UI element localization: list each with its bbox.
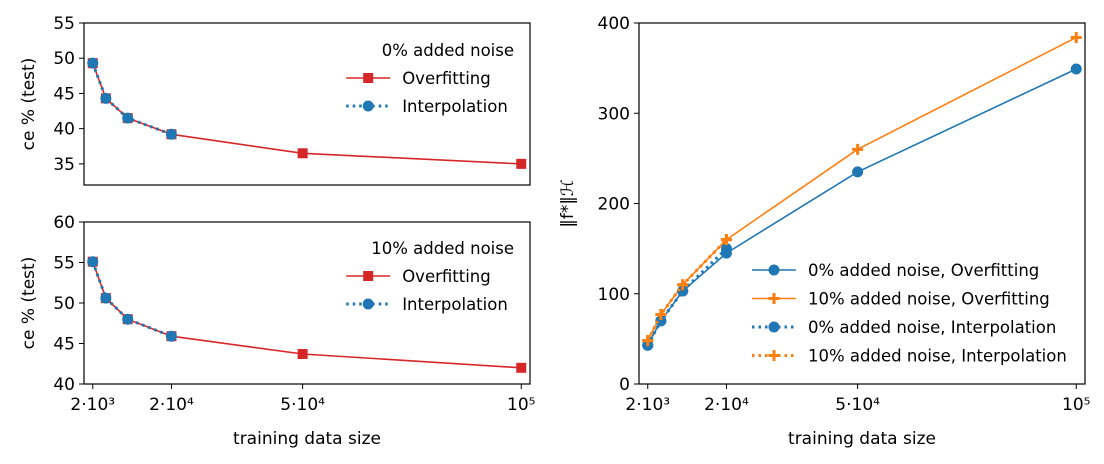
legend-item: Interpolation	[346, 97, 508, 116]
series-line	[91, 62, 173, 136]
legend-item: 10% added noise, Interpolation	[752, 347, 1067, 366]
chart-bottom-left: 40 45 50 55 60 2·10³ 2·10⁴ 5·10⁴ 10⁵ training dat…	[19, 213, 535, 449]
legend-item: 10% added noise, Overfitting	[752, 290, 1050, 309]
y-tick-label: 35	[53, 155, 75, 175]
data-point	[100, 292, 112, 304]
x-axis-label: training data size	[788, 429, 936, 449]
legend-label: 0% added noise, Interpolation	[808, 318, 1056, 337]
legend: 0% added noise, Overfitting 10% added noi…	[752, 261, 1067, 366]
data-point	[677, 279, 689, 291]
x-tick-label: 2·10⁴	[149, 395, 194, 415]
data-point	[677, 285, 689, 297]
legend-title: 10% added noise	[371, 239, 514, 258]
y-tick-label: 55	[53, 254, 75, 274]
y-tick-label: 45	[53, 84, 75, 104]
legend-marker	[363, 73, 374, 83]
data-point	[87, 256, 99, 268]
chart-top-left: 35 40 45 50 55 ce % (test) 0% added noiseOverf…	[19, 14, 531, 186]
series-line	[91, 261, 173, 338]
y-axis-label: ce % (test)	[19, 58, 39, 151]
legend-item: 0% added noise, Overfitting	[752, 261, 1039, 280]
y-tick-label: 55	[53, 14, 75, 34]
data-point	[642, 335, 654, 347]
data-point	[852, 143, 864, 155]
data-point	[720, 243, 732, 255]
data-point	[720, 234, 732, 246]
chart-right: 0 100 200 300 400 2·10³ 2·10⁴ 5·10⁴ 10⁵ training …	[558, 14, 1090, 449]
legend-item: 0% added noise, Interpolation	[752, 318, 1056, 337]
legend-label: 0% added noise, Overfitting	[808, 261, 1039, 280]
series-line	[646, 247, 728, 346]
legend-label: Interpolation	[402, 295, 508, 314]
data-point	[516, 158, 527, 169]
legend-marker	[363, 271, 374, 281]
legend-marker	[362, 100, 374, 112]
data-point	[100, 92, 112, 104]
y-tick-label: 400	[598, 14, 630, 34]
data-point	[87, 57, 99, 69]
x-tick-label: 10⁵	[1062, 395, 1090, 415]
series-line	[91, 62, 522, 165]
y-tick-label: 50	[53, 49, 75, 69]
legend-item: Overfitting	[346, 267, 491, 286]
legend-marker	[362, 298, 374, 310]
data-point	[122, 313, 134, 325]
data-point	[852, 166, 864, 178]
data-point	[122, 112, 134, 124]
data-point	[516, 362, 527, 373]
legend-label: Interpolation	[402, 97, 508, 116]
legend-marker	[768, 264, 780, 276]
x-tick-label: 2·10³	[625, 395, 670, 415]
x-tick-label: 2·10⁴	[704, 395, 749, 415]
y-axis-label: ce % (test)	[19, 257, 39, 350]
y-axis-label: ‖f*‖ℋ	[558, 179, 578, 227]
legend-marker	[768, 321, 780, 333]
y-tick-label: 40	[53, 375, 75, 395]
data-point	[165, 330, 177, 342]
x-tick-label: 2·10³	[70, 395, 115, 415]
y-tick-label: 100	[598, 285, 630, 305]
legend-item: Overfitting	[346, 69, 491, 88]
series-line	[646, 238, 728, 342]
legend-title: 0% added noise	[382, 41, 514, 60]
y-tick-label: 300	[598, 104, 630, 124]
x-tick-label: 5·10⁴	[835, 395, 880, 415]
y-tick-label: 200	[598, 195, 630, 215]
series-0pct-added-noise-interpolation	[642, 243, 732, 351]
data-point	[297, 148, 308, 159]
data-point	[1070, 63, 1082, 75]
legend-label: 10% added noise, Interpolation	[808, 347, 1067, 366]
data-point	[297, 349, 308, 360]
x-axis-label: training data size	[233, 429, 381, 449]
y-tick-label: 60	[53, 213, 75, 233]
y-tick-label: 45	[53, 335, 75, 355]
y-tick-label: 40	[53, 120, 75, 140]
series-10pct-added-noise-interpolation	[642, 234, 732, 347]
data-point	[165, 128, 177, 140]
data-point	[655, 315, 667, 327]
y-tick-label: 0	[619, 375, 630, 395]
y-tick-label: 50	[53, 294, 75, 314]
data-point	[655, 309, 667, 321]
legend-label: Overfitting	[402, 69, 491, 88]
x-tick-label: 10⁵	[507, 395, 535, 415]
data-point	[1070, 31, 1082, 43]
legend-marker	[768, 350, 780, 361]
plot-frame	[83, 22, 531, 186]
legend-item: Interpolation	[346, 295, 508, 314]
series-interpolation	[87, 57, 177, 140]
legend-label: Overfitting	[402, 267, 491, 286]
legend-marker	[768, 293, 780, 304]
x-tick-label: 5·10⁴	[280, 395, 325, 415]
series-interpolation	[87, 256, 177, 342]
legend-label: 10% added noise, Overfitting	[808, 290, 1050, 309]
